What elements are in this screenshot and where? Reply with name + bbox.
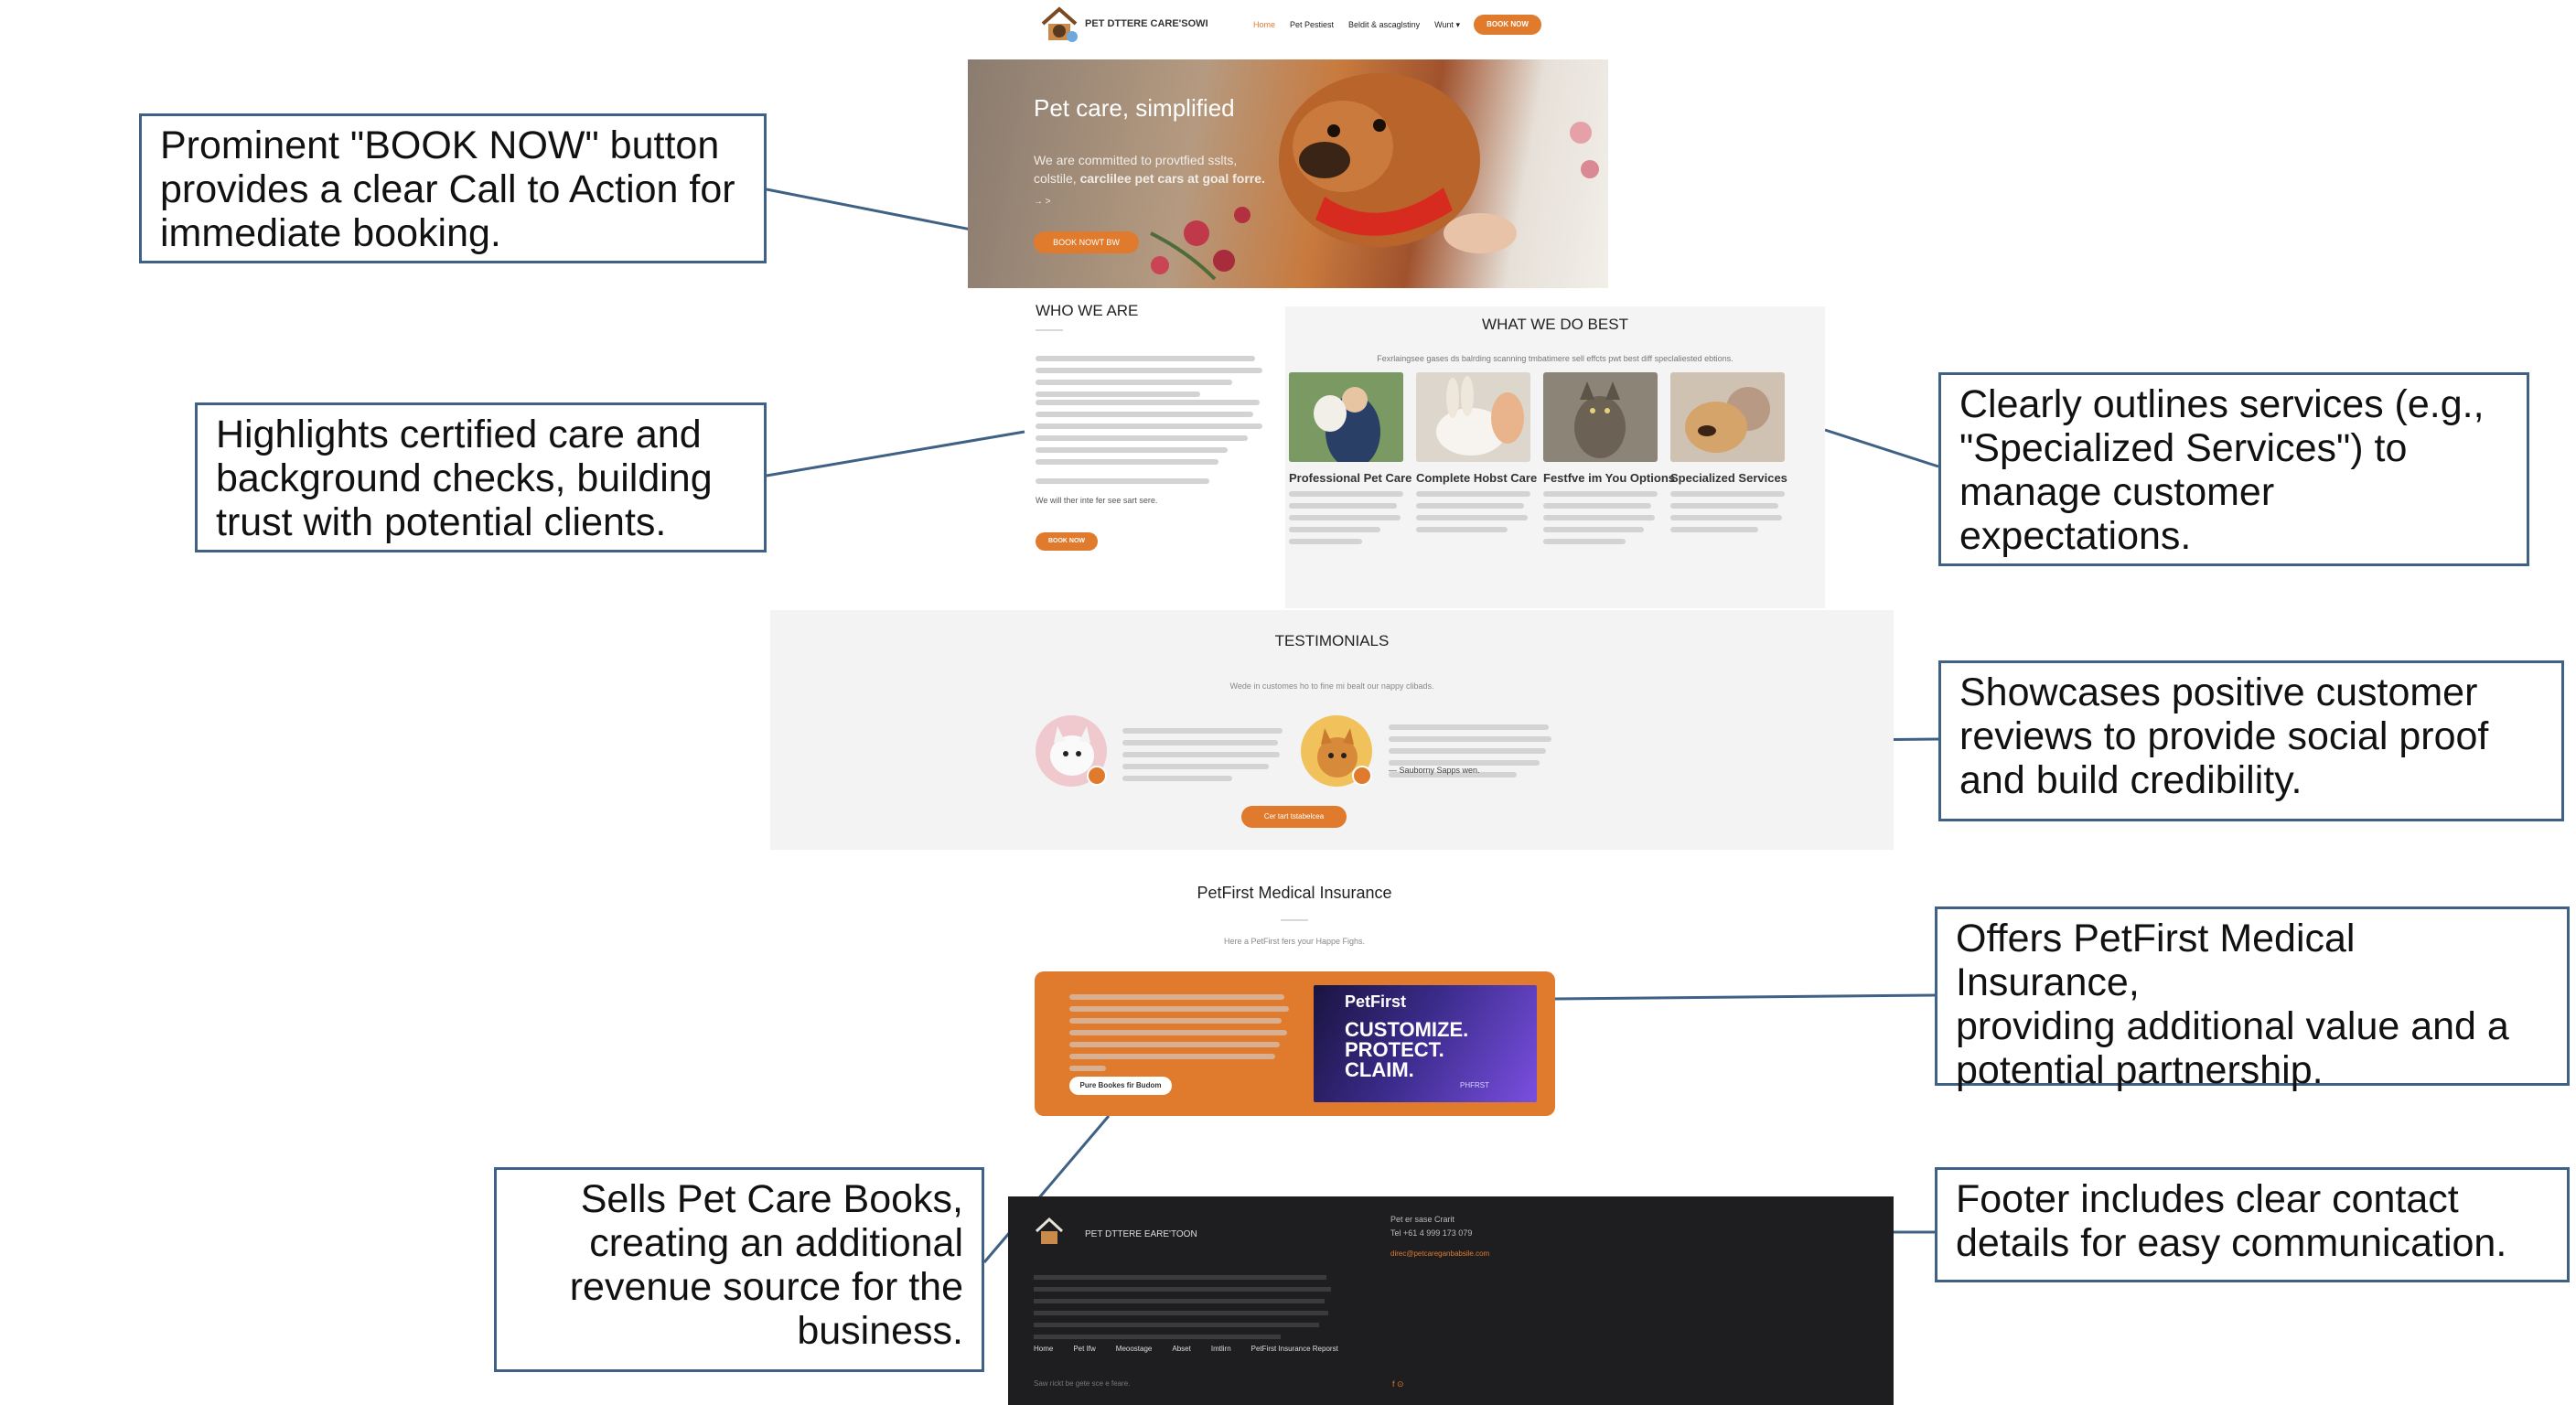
nav-belding[interactable]: Beldit & ascaglstiny	[1348, 20, 1421, 29]
testimonial-badge	[1087, 766, 1107, 786]
service-card[interactable]: Complete Hobst Care	[1416, 372, 1540, 539]
footer-social-icons[interactable]: f ⊙	[1392, 1379, 1404, 1389]
who-paragraph-3	[1036, 472, 1264, 490]
callout-footer: Footer includes clear contact details fo…	[1935, 1167, 2570, 1282]
callout-insurance: Offers PetFirst Medical Insurance, provi…	[1935, 906, 2570, 1092]
callout-books: Sells Pet Care Books, creating an additi…	[494, 1167, 984, 1372]
footer-link-about[interactable]: Abset	[1172, 1345, 1191, 1353]
connector-services	[1824, 428, 1939, 468]
petfirst-ad-line-2: PROTECT.	[1345, 1038, 1444, 1061]
petfirst-ad-line-3: CLAIM.	[1345, 1058, 1414, 1081]
service-image-senior-dog	[1670, 372, 1785, 462]
who-paragraph-1	[1036, 349, 1264, 403]
hero-title: Pet care, simplified	[1034, 94, 1235, 122]
footer-brand[interactable]: PET DTTERE EARE'TOON	[1085, 1229, 1197, 1239]
service-name: Complete Hobst Care	[1416, 471, 1538, 485]
who-we-are-title: WHO WE ARE	[1036, 302, 1139, 319]
testimonial-avatar-cat	[1301, 715, 1372, 787]
nav-more[interactable]: Wunt ▾	[1434, 20, 1460, 29]
insurance-subtitle: Here a PetFirst fers your Happe Fighs.	[1223, 937, 1366, 946]
hero-book-now-button[interactable]: BOOK NOWT BW	[1034, 231, 1139, 253]
petfirst-ad-line-1: CUSTOMIZE.	[1345, 1018, 1469, 1041]
service-name: Professional Pet Care	[1289, 471, 1412, 485]
testimonial-badge	[1352, 766, 1372, 786]
services-subtitle: Fexrlaingsee gases ds balrding scanning …	[1377, 354, 1733, 363]
who-certified-line: We will ther inte fer see sart sere.	[1036, 496, 1158, 505]
footer-link-message[interactable]: Meoostage	[1115, 1345, 1153, 1353]
who-paragraph-2	[1036, 393, 1264, 471]
callout-book-now: Prominent "BOOK NOW" button provides a c…	[139, 113, 767, 263]
petfirst-ad[interactable]: PetFirst CUSTOMIZE. PROTECT. CLAIM. PHFR…	[1314, 985, 1537, 1102]
footer-email[interactable]: direc@petcareganbabsile.com	[1390, 1249, 1490, 1258]
chevron-down-icon: ▾	[1455, 20, 1460, 29]
footer-about-text	[1034, 1268, 1331, 1346]
footer-copyright: Saw rickt be gete sce e feare.	[1034, 1379, 1131, 1388]
main-nav: Home Pet Pestiest Beldit & ascaglstiny W…	[1253, 20, 1460, 30]
callout-services: Clearly outlines services (e.g., "Specia…	[1938, 372, 2529, 566]
hero-line-1: We are committed to provtfied sslts,	[1034, 153, 1238, 167]
connector-insurance	[1554, 993, 1936, 1001]
footer-phone[interactable]: Tel +61 4 999 173 079	[1390, 1228, 1473, 1238]
footer-logo-house-icon[interactable]	[1034, 1217, 1065, 1248]
testimonials-title: TESTIMONIALS	[1274, 632, 1390, 649]
insurance-title-underline	[1281, 919, 1308, 921]
footer-contact-title: Pet er sase Crarit	[1390, 1215, 1455, 1224]
nav-home[interactable]: Home	[1253, 20, 1276, 29]
service-name: Festfve im You Options	[1543, 471, 1675, 485]
connector-certified	[766, 430, 1025, 477]
who-title-underline	[1036, 329, 1063, 331]
nav-pet-services[interactable]: Pet Pestiest	[1290, 20, 1335, 29]
insurance-banner: Pure Bookes fir Budom PetFirst CUSTOMIZE…	[1035, 971, 1555, 1116]
hero-line-2-bold: carclilee pet cars at goal forre.	[1079, 171, 1265, 186]
hero-section: Pet care, simplified We are committed to…	[968, 59, 1608, 288]
callout-testimonials: Showcases positive customer reviews to p…	[1938, 660, 2564, 821]
hero-flowers-image	[968, 178, 1261, 288]
service-name: Specialized Services	[1670, 471, 1787, 485]
testimonial-signature: — Sauborny Sapps wen.	[1389, 766, 1480, 775]
who-we-are-section: WHO WE ARE We will ther inte fer see sar…	[1015, 293, 1290, 558]
footer-link-home[interactable]: Home	[1034, 1345, 1054, 1353]
who-book-now-button[interactable]: BOOK NOW	[1036, 532, 1098, 551]
logo-house-icon[interactable]	[1039, 5, 1079, 44]
hero-dog-image	[1242, 59, 1535, 288]
books-button[interactable]: Pure Bookes fir Budom	[1069, 1077, 1172, 1095]
hero-line-2: colstile, carclilee pet cars at goal for…	[1034, 171, 1265, 186]
footer-link-info[interactable]: Imtlirn	[1210, 1345, 1231, 1353]
services-section: WHAT WE DO BEST Fexrlaingsee gases ds ba…	[1285, 306, 1825, 608]
hero-arrow-icon[interactable]: → >	[1034, 197, 1051, 207]
callout-certified-care: Highlights certified care and background…	[195, 402, 767, 552]
site-header: PET DTTERE CARE'SOWI Home Pet Pestiest B…	[1034, 0, 1564, 53]
header-book-now-button[interactable]: BOOK NOW	[1474, 15, 1541, 35]
hero-flowers-right	[1553, 114, 1608, 224]
services-title: WHAT WE DO BEST	[1482, 316, 1628, 333]
testimonial-text-2	[1389, 718, 1553, 784]
insurance-banner-text	[1069, 988, 1289, 1078]
service-image-rabbit	[1416, 372, 1530, 462]
testimonials-cta-button[interactable]: Cer tart tstabelcea	[1241, 806, 1347, 828]
petfirst-ad-badge: PHFRST	[1460, 1081, 1489, 1089]
service-card[interactable]: Festfve im You Options	[1543, 372, 1675, 551]
service-card[interactable]: Professional Pet Care	[1289, 372, 1412, 551]
petfirst-ad-brand: PetFirst	[1345, 992, 1407, 1011]
footer-links: Home Pet Ifw Meoostage Abset Imtlirn Pet…	[1034, 1345, 1338, 1353]
service-image-dog-owner	[1289, 372, 1403, 462]
footer-link-pet-info[interactable]: Pet Ifw	[1073, 1345, 1096, 1353]
site-footer: PET DTTERE EARE'TOON Pet er sase Crarit …	[1008, 1196, 1894, 1405]
insurance-title: PetFirst Medical Insurance	[1197, 884, 1392, 902]
service-image-cat	[1543, 372, 1658, 462]
service-card[interactable]: Specialized Services	[1670, 372, 1794, 539]
testimonials-subtitle: Wede in customes ho to fine mi bealt our…	[1229, 681, 1434, 691]
testimonials-section: TESTIMONIALS Wede in customes ho to fine…	[770, 610, 1894, 850]
brand-name[interactable]: PET DTTERE CARE'SOWI	[1085, 18, 1208, 29]
testimonial-text-1	[1122, 722, 1283, 788]
footer-link-insurance[interactable]: PetFirst Insurance Reporst	[1250, 1345, 1338, 1353]
